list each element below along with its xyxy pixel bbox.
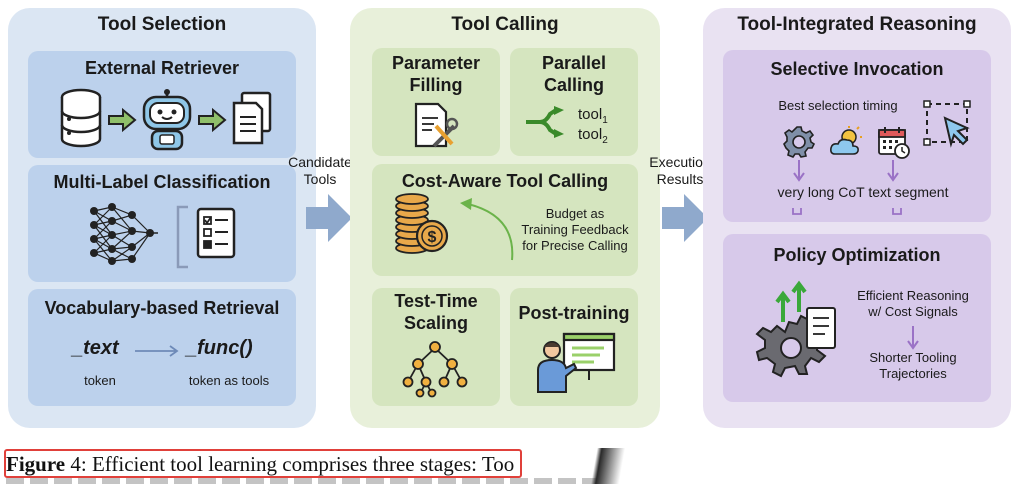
neural-network-icon [90,203,158,265]
caption-text: Figure 4: Efficient tool learning compri… [6,452,514,477]
parameter-filling-title-line1: Parameter [391,53,481,73]
candidate-tools-line1: Candidate [288,154,352,170]
selective-invocation-card: Selective Invocation Best selection timi… [723,50,991,222]
test-time-title-line2: Scaling [403,313,469,333]
test-time-title-line1: Test-Time [394,291,478,311]
trajectories-line: Trajectories [879,366,947,381]
execution-results-line1: Execution [649,154,711,170]
documents-icon [232,91,272,145]
figure-caption: Figure 4: Efficient tool learning compri… [0,448,1019,484]
tool2-subscript: 2 [602,135,608,146]
tool2-text: tool [578,126,603,143]
checklist-icon [196,207,236,259]
weather-icon [830,126,862,155]
parameter-filling-card: Parameter Filling [372,48,500,156]
highlight-box [4,449,522,478]
cot-segment-label: very long CoT text segment [777,184,949,200]
figure-number: 4 [70,452,81,476]
tool-selection-title: Tool Selection [97,14,227,35]
tool2-label: tool2 [578,126,608,146]
cost-aware-desc: Budget as Training Feedback for Precise … [512,206,638,254]
post-training-title: Post-training [518,303,630,323]
tool-selection-panel: Tool Selection External Retriever [8,8,316,428]
robot-icon [142,89,192,151]
func-token-term: _func() [186,337,253,359]
candidate-tools-label: Candidate Tools [286,154,354,188]
execution-results-label: Execution Results [642,154,718,188]
execution-results-line2: Results [656,171,704,187]
multi-label-classification-card: Multi-Label Classification [28,165,296,282]
candidate-tools-line2: Tools [303,171,337,187]
caption-body: : Efficient tool learning comprises thre… [80,452,515,476]
external-retriever-title: External Retriever [84,58,240,78]
cost-desc-line3: for Precise Calling [522,238,628,253]
document-wrench-icon [414,102,459,148]
cost-desc-line2: Training Feedback [521,222,629,237]
segment-brackets [792,208,902,215]
text-token-term: _text [72,337,119,359]
calendar-icon [878,127,910,159]
cost-signals-line: w/ Cost Signals [868,304,958,319]
cost-desc-line1: Budget as [545,206,605,221]
coins-icon: $ [395,193,449,254]
down-arrow-icon [887,160,899,182]
down-arrow-icon [793,160,805,182]
policy-optimization-title: Policy Optimization [773,245,941,265]
parallel-calling-title-line2: Calling [543,75,604,95]
tool-calling-title: Tool Calling [451,14,559,35]
caption-second-line-fragment [6,478,606,484]
external-retriever-card: External Retriever [28,51,296,158]
vocabulary-retrieval-card: Vocabulary-based Retrieval _text _func()… [28,289,296,406]
gear-growth-icon [755,280,836,378]
big-arrow-right-icon [306,194,352,242]
best-timing-label: Best selection timing [778,98,898,113]
tool1-text: tool [578,106,603,123]
vocabulary-retrieval-title: Vocabulary-based Retrieval [44,298,280,318]
multi-label-title: Multi-Label Classification [53,172,271,192]
tool-calling-panel: Tool Calling Parameter Filling Parallel … [350,8,660,428]
figure-label: Figure [6,452,66,476]
arrow-right-icon [135,345,179,357]
policy-desc-bottom: Shorter Tooling Trajectories [843,350,983,382]
parameter-filling-title-line2: Filling [409,75,463,95]
test-time-scaling-card: Test-Time Scaling [372,288,500,406]
tir-title: Tool-Integrated Reasoning [737,14,977,35]
token-caption: token [84,373,116,388]
tool1-label: tool1 [578,106,608,126]
presentation-icon [537,332,616,393]
selective-invocation-title: Selective Invocation [770,59,944,79]
shorter-tooling-line: Shorter Tooling [869,350,957,365]
efficient-reasoning-line: Efficient Reasoning [857,288,969,303]
down-arrow-icon [907,326,919,350]
cost-aware-card: Cost-Aware Tool Calling $ Budget as Trai… [372,164,638,276]
big-arrow-right-icon [662,194,708,242]
tool-integrated-reasoning-panel: Tool-Integrated Reasoning Selective Invo… [703,8,1011,428]
arrow-right-icon [108,107,137,133]
gear-icon [783,126,816,158]
arrow-right-icon [198,107,227,133]
bracket-divider [176,205,188,269]
parallel-calling-title-line1: Parallel [541,53,607,73]
selection-cursor-icon [923,100,971,148]
split-arrow-icon [526,106,564,138]
policy-optimization-card: Policy Optimization Efficient Reasoning … [723,234,991,402]
policy-desc-top: Efficient Reasoning w/ Cost Signals [843,288,983,320]
svg-text:$: $ [428,229,437,246]
post-training-card: Post-training [510,288,638,406]
parallel-calling-card: Parallel Calling tool1 tool2 [510,48,638,156]
cost-aware-title: Cost-Aware Tool Calling [401,171,609,191]
token-as-tools-caption: token as tools [188,373,270,388]
tree-icon [402,341,468,398]
feedback-curve-arrow-icon [460,198,514,261]
caption-fade-overlay [560,448,1019,484]
tool1-subscript: 1 [602,115,608,126]
database-icon [60,88,102,148]
